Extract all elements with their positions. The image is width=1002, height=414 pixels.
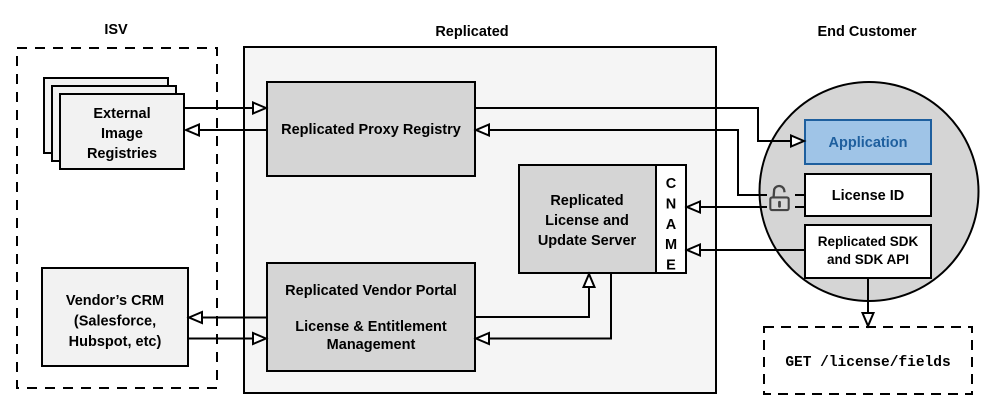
svg-text:N: N (666, 196, 676, 212)
svg-text:License and: License and (545, 213, 629, 229)
svg-text:Replicated SDK: Replicated SDK (818, 234, 919, 249)
svg-text:Image: Image (101, 126, 143, 142)
svg-text:Replicated: Replicated (550, 193, 623, 209)
svg-text:M: M (665, 237, 677, 253)
svg-text:E: E (666, 258, 676, 274)
svg-text:Replicated Proxy Registry: Replicated Proxy Registry (281, 122, 461, 138)
svg-text:Replicated Vendor Portal: Replicated Vendor Portal (285, 283, 457, 299)
svg-text:Update Server: Update Server (538, 233, 637, 249)
svg-text:License ID: License ID (832, 188, 905, 204)
svg-text:External: External (93, 106, 150, 122)
svg-text:End Customer: End Customer (817, 24, 916, 40)
svg-text:and SDK API: and SDK API (827, 252, 909, 267)
svg-text:Hubspot, etc): Hubspot, etc) (69, 334, 162, 350)
svg-text:Replicated: Replicated (435, 24, 508, 40)
svg-text:GET /license/fields: GET /license/fields (785, 355, 950, 371)
svg-text:Management: Management (327, 337, 416, 353)
svg-text:ISV: ISV (104, 22, 128, 38)
svg-text:Registries: Registries (87, 146, 157, 162)
svg-text:A: A (666, 217, 677, 233)
svg-text:Vendor’s CRM: Vendor’s CRM (66, 293, 164, 309)
svg-text:Application: Application (829, 135, 908, 151)
svg-text:C: C (666, 176, 677, 192)
svg-text:License & Entitlement: License & Entitlement (295, 319, 447, 335)
svg-text:(Salesforce,: (Salesforce, (74, 314, 156, 330)
